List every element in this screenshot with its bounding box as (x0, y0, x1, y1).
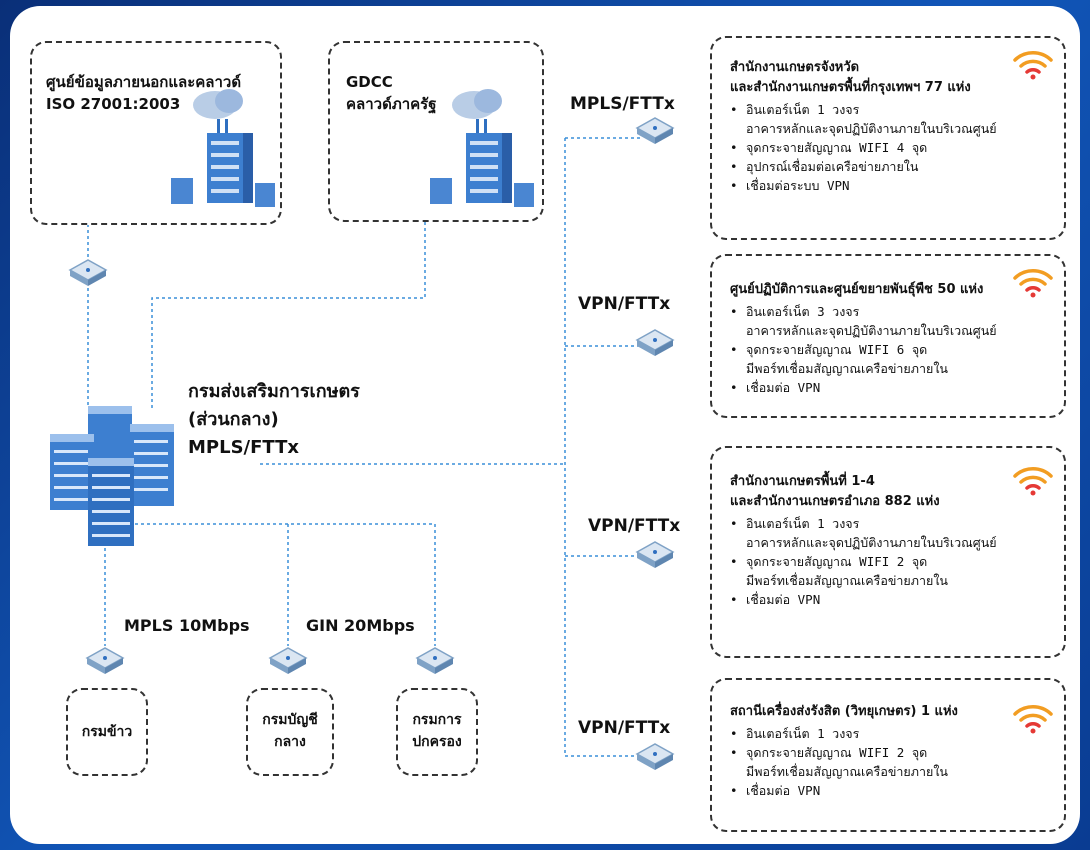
server-cluster-icon (50, 406, 174, 546)
connection-lines (87, 137, 640, 757)
router-icon (415, 647, 455, 674)
branch-2-title: ศูนย์ปฏิบัติการและศูนย์ขยายพันธุ์พืช 50 … (730, 282, 984, 297)
central-office-title: กรมส่งเสริมการเกษตร (ส่วนกลาง) MPLS/FTTx (188, 378, 360, 462)
branch-1-title-line2: และสำนักงานเกษตรพื้นที่กรุงเทพฯ 77 แห่ง (730, 80, 971, 95)
wifi-icon (1013, 467, 1053, 496)
branch-3-title-line2: และสำนักงานเกษตรอำเภอ 882 แห่ง (730, 494, 940, 509)
branch-3-list: อินเตอร์เน็ต 1 วงจรอาคารหลักและจุดปฏิบัต… (730, 514, 1050, 609)
external-cloud-box: ศูนย์ข้อมูลภายนอกและคลาวด์ ISO 27001:200… (30, 41, 282, 225)
gdcc-title-line2: คลาวด์ภาครัฐ (346, 95, 437, 113)
branch-3-title: สำนักงานเกษตรพื้นที่ 1-4 และสำนักงานเกษตร… (730, 472, 1050, 512)
gdcc-title-line1: GDCC (346, 73, 393, 91)
central-title-line1: กรมส่งเสริมการเกษตร (188, 381, 360, 402)
dept-comptroller-line1: กรมบัญชี (262, 712, 318, 728)
wifi-icon (1013, 269, 1053, 298)
dept-provincial-line1: กรมการ (412, 712, 462, 728)
router-icon (68, 259, 108, 286)
connection-label-4: VPN/FTTx (578, 718, 671, 738)
branch-1-title-line1: สำนักงานเกษตรจังหวัด (730, 60, 860, 75)
list-item: เชื่อมต่อ VPN (730, 378, 1050, 397)
list-item: อุปกรณ์เชื่อมต่อเครือข่ายภายใน (730, 157, 1050, 176)
dept-box-rice: กรมข้าว (66, 688, 148, 776)
branch-4-title: สถานีเครื่องส่งรังสิต (วิทยุเกษตร) 1 แห่… (730, 704, 958, 719)
router-icon (635, 117, 675, 144)
cloud-datacenter-icon (171, 89, 275, 207)
branch-1-title: สำนักงานเกษตรจังหวัดและสำนักงานเกษตรพื้น… (730, 58, 1050, 98)
dept-comptroller-line2: กลาง (274, 734, 306, 750)
branch-box-2: ศูนย์ปฏิบัติการและศูนย์ขยายพันธุ์พืช 50 … (710, 254, 1066, 418)
dept-provincial-label: กรมการ ปกครอง (398, 709, 476, 753)
branch-box-3: สำนักงานเกษตรพื้นที่ 1-4 และสำนักงานเกษตร… (710, 446, 1066, 658)
router-icon (635, 329, 675, 356)
list-item: เชื่อมต่อระบบ VPN (730, 176, 1050, 195)
dept-box-comptroller: กรมบัญชี กลาง (246, 688, 334, 776)
router-icon (635, 541, 675, 568)
connection-label-3: VPN/FTTx (588, 516, 681, 536)
list-item: เชื่อมต่อ VPN (730, 590, 1050, 609)
branch-1-list: อินเตอร์เน็ต 1 วงจรอาคารหลักและจุดปฏิบัต… (730, 100, 1050, 195)
list-item: จุดกระจายสัญญาณ WIFI 6 จุดมีพอร์ทเชื่อมส… (730, 340, 1050, 378)
gdcc-title: GDCC คลาวด์ภาครัฐ (346, 71, 437, 115)
branch-4-list: อินเตอร์เน็ต 1 วงจร จุดกระจายสัญญาณ WIFI… (730, 724, 1050, 800)
list-item: เชื่อมต่อ VPN (730, 781, 1050, 800)
list-item: จุดกระจายสัญญาณ WIFI 4 จุด (730, 138, 1050, 157)
branch-box-1: สำนักงานเกษตรจังหวัดและสำนักงานเกษตรพื้น… (710, 36, 1066, 240)
wifi-icon (1013, 705, 1053, 734)
list-item: อินเตอร์เน็ต 3 วงจรอาคารหลักและจุดปฏิบัต… (730, 302, 1050, 340)
branch-box-4: สถานีเครื่องส่งรังสิต (วิทยุเกษตร) 1 แห่… (710, 678, 1066, 832)
wifi-icon (1013, 51, 1053, 80)
mpls-bandwidth-label: MPLS 10Mbps (124, 616, 250, 635)
branch-3-title-line1: สำนักงานเกษตรพื้นที่ 1-4 (730, 474, 875, 489)
connection-label-1: MPLS/FTTx (570, 94, 675, 114)
dept-box-provincial: กรมการ ปกครอง (396, 688, 478, 776)
list-item: อินเตอร์เน็ต 1 วงจรอาคารหลักและจุดปฏิบัต… (730, 514, 1050, 552)
branch-2-list: อินเตอร์เน็ต 3 วงจรอาคารหลักและจุดปฏิบัต… (730, 302, 1050, 397)
cloud-datacenter-icon (430, 89, 534, 207)
list-item: อินเตอร์เน็ต 1 วงจรอาคารหลักและจุดปฏิบัต… (730, 100, 1050, 138)
list-item: อินเตอร์เน็ต 1 วงจร (730, 724, 1050, 743)
central-title-line3: MPLS/FTTx (188, 437, 299, 458)
list-item: จุดกระจายสัญญาณ WIFI 2 จุดมีพอร์ทเชื่อมส… (730, 743, 1050, 781)
dept-comptroller-label: กรมบัญชี กลาง (248, 709, 332, 753)
router-icon (85, 647, 125, 674)
router-icon (635, 743, 675, 770)
external-cloud-title-line1: ศูนย์ข้อมูลภายนอกและคลาวด์ (46, 73, 242, 91)
external-cloud-title-line2: ISO 27001:2003 (46, 95, 181, 113)
connection-label-2: VPN/FTTx (578, 294, 671, 314)
diagram-card: ศูนย์ข้อมูลภายนอกและคลาวด์ ISO 27001:200… (10, 6, 1080, 844)
gdcc-cloud-box: GDCC คลาวด์ภาครัฐ (328, 41, 544, 222)
gin-bandwidth-label: GIN 20Mbps (306, 616, 415, 635)
dept-rice-label: กรมข้าว (81, 724, 133, 740)
external-cloud-title: ศูนย์ข้อมูลภายนอกและคลาวด์ ISO 27001:200… (46, 71, 241, 115)
list-item: จุดกระจายสัญญาณ WIFI 2 จุดมีพอร์ทเชื่อมส… (730, 552, 1050, 590)
dept-provincial-line2: ปกครอง (412, 734, 462, 750)
router-icon (268, 647, 308, 674)
central-title-line2: (ส่วนกลาง) (188, 409, 279, 430)
